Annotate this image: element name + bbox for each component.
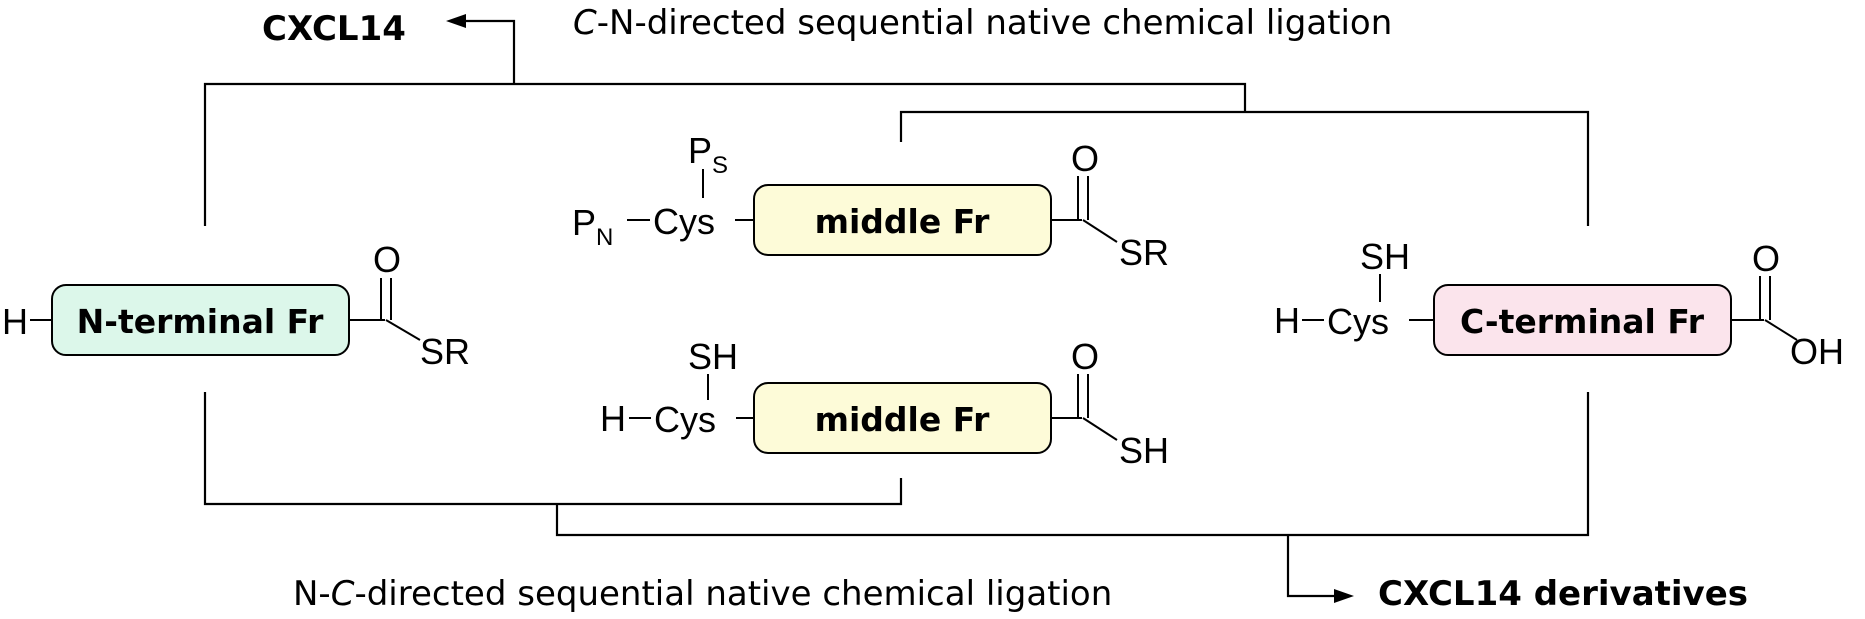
- middle-bottom-cs-bond: [1082, 417, 1118, 441]
- bottom-product-cxcl14-derivatives: CXCL14 derivatives: [1378, 574, 1748, 614]
- n-terminal-fragment: H N-terminal Fr O SR: [2, 239, 470, 372]
- c-terminal-h-label: H: [1274, 300, 1300, 341]
- middle-top-s-protect: PS: [688, 130, 728, 179]
- top-route-label: C-N-directed sequential native chemical …: [573, 3, 1392, 43]
- c-terminal-acid-oh: OH: [1790, 331, 1844, 372]
- c-terminal-co-single-bond: [1764, 319, 1798, 341]
- c-terminal-carbonyl-o: O: [1752, 238, 1780, 279]
- top-product-arrow: [463, 19, 516, 84]
- c-terminal-fragment: SH H Cys C-terminal Fr O OH: [1274, 236, 1844, 372]
- middle-bottom-thioacid-sh: SH: [1119, 430, 1169, 471]
- middle-bottom-thiol: SH: [688, 336, 738, 377]
- top-route: C-N-directed sequential native chemical …: [203, 3, 1590, 226]
- top-product-cxcl14: CXCL14: [262, 9, 406, 49]
- n-terminal-fragment-name: N-terminal Fr: [77, 302, 324, 341]
- n-terminal-h-label: H: [2, 301, 28, 342]
- middle-bottom-carbonyl-o: O: [1071, 336, 1099, 377]
- n-terminal-carbonyl-o: O: [373, 239, 401, 280]
- middle-fragment-protected: PS PN Cys middle Fr O SR: [572, 130, 1169, 273]
- bottom-route-label: N-C-directed sequential native chemical …: [293, 574, 1112, 614]
- bottom-product-arrowhead: [1334, 589, 1354, 603]
- middle-top-n-protect: PN: [572, 202, 613, 251]
- c-terminal-cys: Cys: [1327, 301, 1389, 342]
- middle-top-fragment-name: middle Fr: [815, 202, 991, 241]
- top-outer-bracket: [203, 82, 1247, 226]
- top-inner-bracket: [899, 110, 1590, 226]
- c-terminal-fragment-name: C-terminal Fr: [1460, 302, 1705, 341]
- middle-top-carbonyl-o: O: [1071, 138, 1099, 179]
- c-terminal-thiol: SH: [1360, 236, 1410, 277]
- top-product-arrowhead: [446, 14, 466, 28]
- bottom-inner-bracket: [203, 392, 903, 506]
- middle-bottom-cys: Cys: [654, 399, 716, 440]
- bottom-outer-bracket: [555, 392, 1590, 537]
- middle-bottom-fragment-name: middle Fr: [815, 400, 991, 439]
- middle-top-cs-bond: [1082, 219, 1118, 243]
- middle-fragment-free: SH H Cys middle Fr O SH: [600, 336, 1169, 471]
- middle-bottom-h-label: H: [600, 398, 626, 439]
- n-terminal-thioester-sr: SR: [420, 331, 470, 372]
- bottom-product-arrow: [1286, 535, 1335, 598]
- bottom-route: N-C-directed sequential native chemical …: [203, 392, 1748, 614]
- n-terminal-cs-bond: [385, 319, 421, 341]
- middle-top-cys: Cys: [653, 201, 715, 242]
- middle-top-thioester-sr: SR: [1119, 232, 1169, 273]
